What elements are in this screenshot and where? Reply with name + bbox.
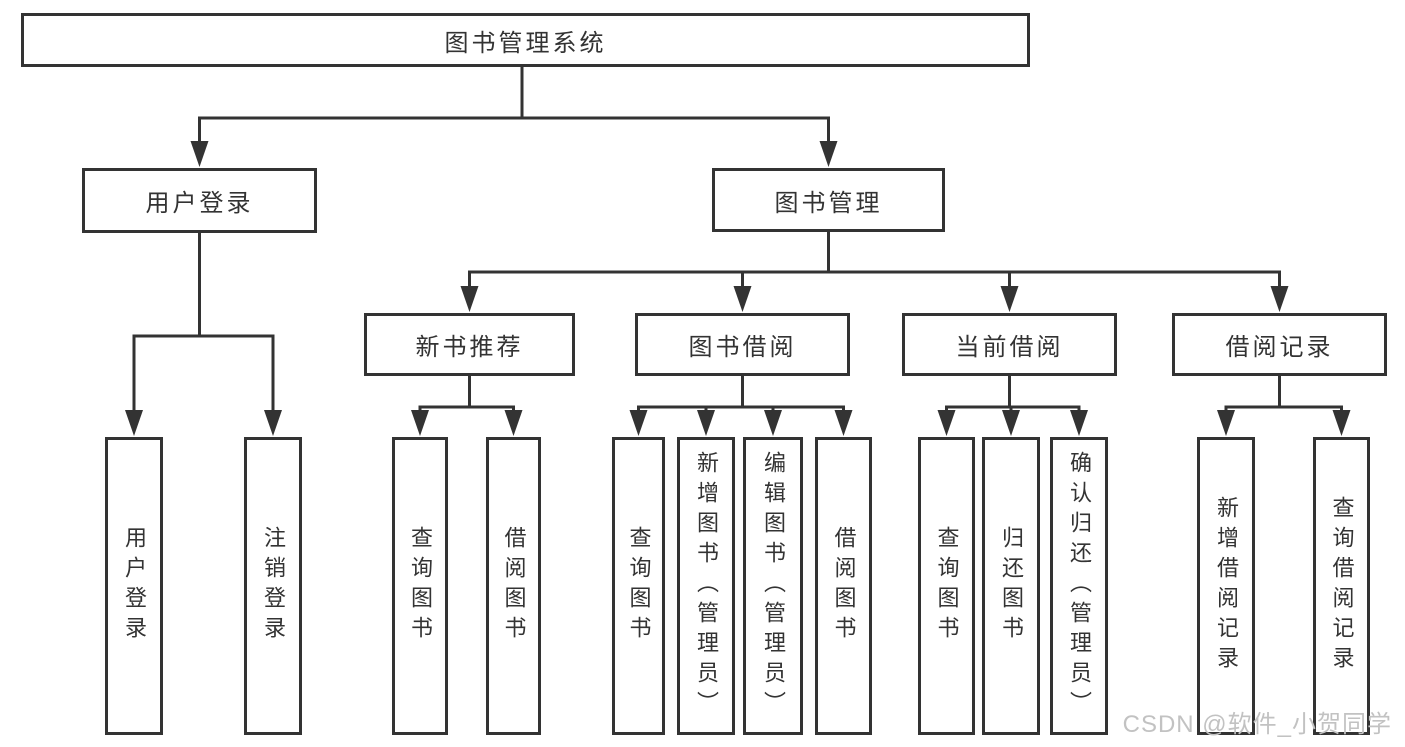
arrowheads (125, 141, 1351, 436)
node-book-mgmt-label: 图书管理 (774, 189, 883, 217)
node-cb-confirm-return-label: 确认归还（管理员） (1067, 451, 1092, 721)
node-new-book-rec-label: 新书推荐 (415, 334, 524, 361)
node-new-book-rec: 新书推荐 (364, 313, 575, 376)
connector-root-to-level1 (198, 65, 830, 146)
node-bb-query-book: 查询图书 (612, 437, 665, 735)
node-nbr-query-book: 查询图书 (392, 437, 448, 735)
node-borrow-record: 借阅记录 (1172, 313, 1387, 376)
node-root-label: 图书管理系统 (444, 29, 607, 57)
node-ul-logout-label: 注销登录 (261, 526, 286, 646)
node-ul-logout: 注销登录 (244, 437, 302, 735)
connector-user-login-children (132, 231, 275, 415)
connector-new-book-rec-children (418, 374, 515, 415)
node-nbr-borrow-book-label: 借阅图书 (501, 526, 527, 646)
connector-current-borrow-children (945, 374, 1081, 415)
node-nbr-query-book-label: 查询图书 (408, 526, 433, 646)
node-root: 图书管理系统 (21, 13, 1030, 67)
node-br-add-record: 新增借阅记录 (1197, 437, 1255, 735)
node-ul-login: 用户登录 (105, 437, 163, 735)
node-cb-query-book: 查询图书 (918, 437, 975, 735)
node-book-mgmt: 图书管理 (712, 168, 945, 232)
node-borrow-record-label: 借阅记录 (1225, 334, 1334, 361)
node-bb-borrow-book: 借阅图书 (815, 437, 872, 735)
node-cb-return-book: 归还图书 (982, 437, 1040, 735)
node-bb-add-book-label: 新增图书（管理员） (694, 451, 719, 721)
node-br-query-record-label: 查询借阅记录 (1329, 496, 1355, 676)
node-bb-query-book-label: 查询图书 (626, 526, 652, 646)
node-cb-confirm-return: 确认归还（管理员） (1050, 437, 1108, 735)
node-cb-query-book-label: 查询图书 (934, 526, 960, 646)
node-user-login: 用户登录 (82, 168, 317, 233)
node-user-login-label: 用户登录 (145, 190, 254, 217)
node-ul-login-label: 用户登录 (122, 526, 147, 646)
node-book-borrow-label: 图书借阅 (688, 334, 797, 361)
node-current-borrow-label: 当前借阅 (955, 334, 1064, 361)
node-bb-edit-book-label: 编辑图书（管理员） (761, 451, 786, 721)
node-br-query-record: 查询借阅记录 (1313, 437, 1370, 735)
node-bb-edit-book: 编辑图书（管理员） (743, 437, 803, 735)
node-bb-add-book: 新增图书（管理员） (677, 437, 735, 735)
connector-borrow-record-children (1224, 374, 1343, 415)
node-book-borrow: 图书借阅 (635, 313, 850, 376)
node-cb-return-book-label: 归还图书 (999, 526, 1024, 646)
node-current-borrow: 当前借阅 (902, 313, 1117, 376)
node-nbr-borrow-book: 借阅图书 (486, 437, 541, 735)
connector-book-mgmt-children (468, 231, 1281, 291)
node-bb-borrow-book-label: 借阅图书 (831, 526, 857, 646)
watermark: CSDN @软件_小贺同学 (1122, 711, 1392, 738)
connector-book-borrow-children (637, 374, 845, 415)
node-br-add-record-label: 新增借阅记录 (1214, 496, 1239, 676)
